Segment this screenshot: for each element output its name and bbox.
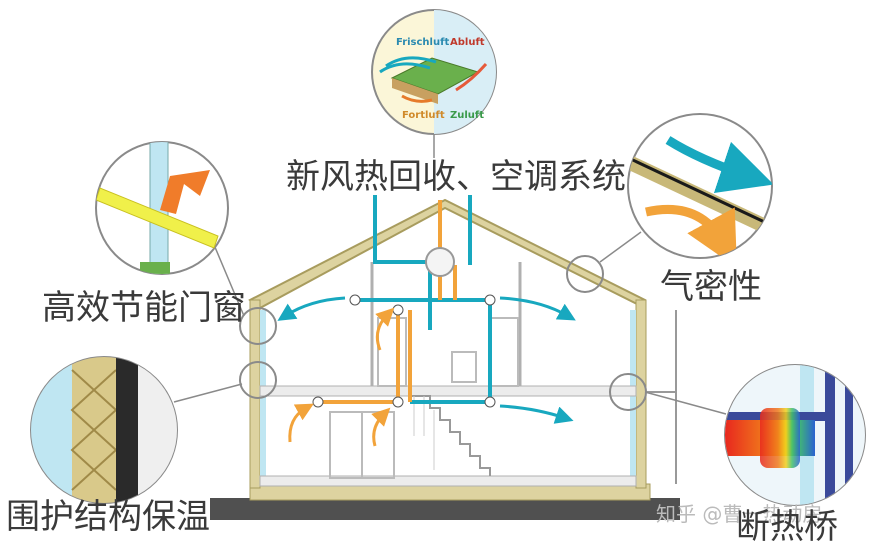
hx-outgoing-air-label: Fortluft [402,110,445,121]
hx-fresh-air-label: Frischluft [396,37,449,48]
envelope-insulation-callout [30,356,178,504]
heat-recovery-callout: Frischluft Abluft Fortluft Zuluft [371,9,497,135]
watermark: 知乎 @曹一热动房 [656,502,823,526]
airtightness-label: 气密性 [660,267,762,307]
callout-lines [173,134,727,415]
house-envelope [248,198,677,489]
airtightness-spot [566,255,604,293]
hx-supply-air-label: Zuluft [450,110,484,121]
hx-exhaust-air-label: Abluft [450,37,485,48]
insulation-spot [239,361,277,399]
duct-system [312,195,496,408]
airflow-arrows [277,296,576,447]
thermal-bridge-label: 断热桥 [736,507,838,547]
airtightness-callout [627,113,773,259]
windows-callout [95,141,229,275]
windows-label: 高效节能门窗 [42,288,246,328]
ground-slab [210,498,680,520]
envelope-label: 围护结构保温 [6,497,210,537]
ventilation-label: 新风热回收、空调系统 [286,157,626,197]
window-spot [239,307,277,345]
thermal-bridge-callout [724,364,866,506]
